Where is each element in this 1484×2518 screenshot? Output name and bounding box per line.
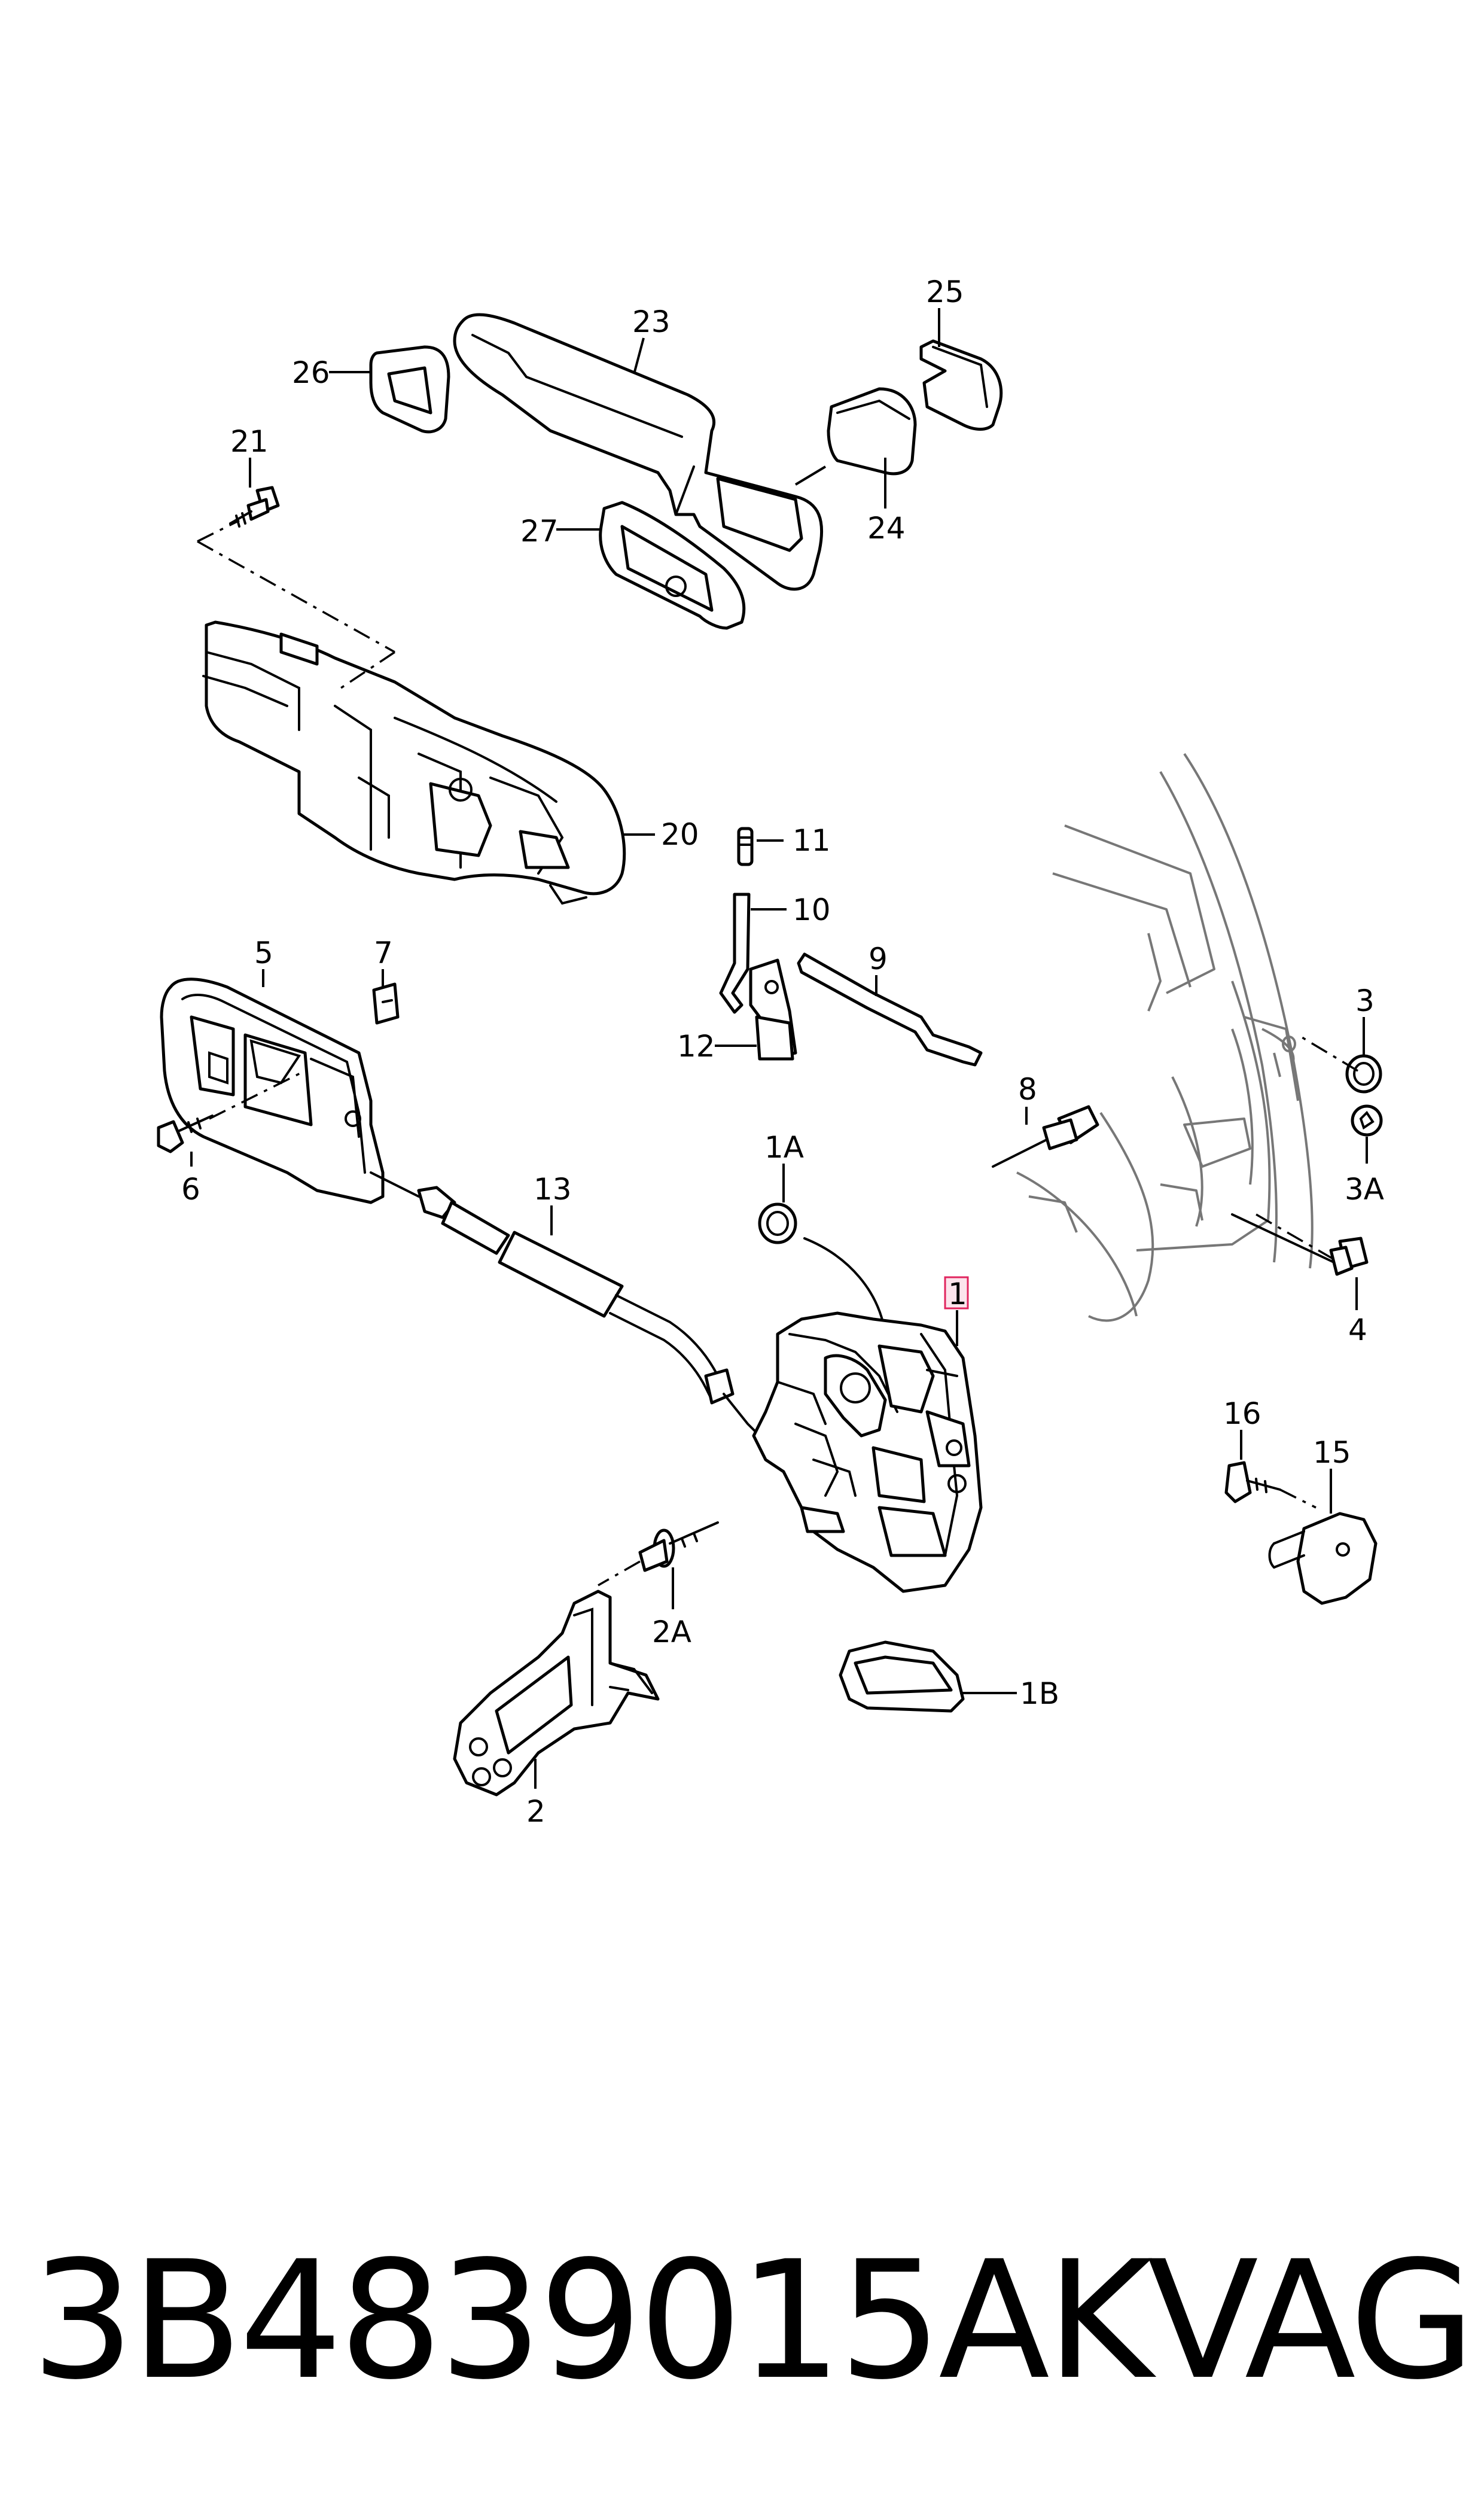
label-24: 24 xyxy=(867,511,906,546)
label-15: 15 xyxy=(1313,1435,1351,1470)
rod-10 xyxy=(719,893,751,1014)
label-26: 26 xyxy=(292,355,330,390)
label-2: 2 xyxy=(526,1794,546,1829)
bracket-2 xyxy=(453,1590,660,1797)
assembly-arc-1A xyxy=(803,1237,886,1335)
seal-1B xyxy=(839,1640,965,1713)
handle-end-cap-25 xyxy=(919,339,1003,431)
lever-12 xyxy=(749,958,797,1061)
inner-handle-5 xyxy=(160,978,385,1204)
label-13: 13 xyxy=(534,1172,572,1207)
callout-labels: 23 25 26 24 27 21 20 11 10 9 12 8 3 3A 4… xyxy=(181,275,1384,1829)
o-ring-1A xyxy=(758,1202,797,1244)
handle-cap-24 xyxy=(827,387,917,476)
label-10: 10 xyxy=(793,893,831,927)
label-6: 6 xyxy=(181,1172,200,1207)
label-25: 25 xyxy=(926,275,964,309)
sensor-8 xyxy=(992,1105,1099,1168)
leader-lines xyxy=(190,308,1368,1789)
handle-cap-26 xyxy=(369,345,450,434)
door-frame-outline xyxy=(1016,753,1314,1322)
assembly-line-16 xyxy=(1279,1488,1317,1509)
screw-2A xyxy=(638,1521,719,1572)
assembly-line-21-a xyxy=(197,519,240,543)
label-9: 9 xyxy=(869,942,888,976)
screw-6 xyxy=(157,1115,214,1153)
label-4: 4 xyxy=(1348,1313,1367,1347)
label-2A: 2A xyxy=(652,1615,691,1649)
label-1: 1 xyxy=(948,1277,967,1311)
assembly-line-6 xyxy=(209,1070,306,1120)
label-8: 8 xyxy=(1018,1072,1037,1107)
striker-15 xyxy=(1268,1512,1378,1605)
label-12: 12 xyxy=(677,1029,715,1064)
label-7: 7 xyxy=(374,936,393,970)
label-3A: 3A xyxy=(1345,1172,1384,1207)
assembly-line-3 xyxy=(1297,1034,1358,1072)
bowden-cable-13 xyxy=(370,1171,761,1437)
screw-21 xyxy=(229,486,280,528)
washer-3A xyxy=(1351,1104,1383,1137)
label-27: 27 xyxy=(520,514,559,549)
label-5: 5 xyxy=(254,936,273,970)
screw-16 xyxy=(1224,1461,1281,1503)
assembly-line-21-b xyxy=(340,651,395,689)
assembly-line-4 xyxy=(1256,1213,1334,1260)
label-1B: 1B xyxy=(1020,1676,1059,1711)
label-1A: 1A xyxy=(764,1130,804,1165)
bolt-4 xyxy=(1231,1213,1369,1276)
o-ring-3 xyxy=(1345,1054,1382,1094)
label-20: 20 xyxy=(661,817,699,852)
outer-door-handle xyxy=(453,313,824,591)
assembly-line-2A xyxy=(598,1560,641,1587)
part-number-text: 3B4839015AK xyxy=(31,2227,1153,2416)
label-11: 11 xyxy=(793,823,831,858)
rod-9 xyxy=(797,952,983,1067)
label-21: 21 xyxy=(230,424,269,459)
label-3: 3 xyxy=(1355,984,1375,1018)
assembly-line-21-20 xyxy=(197,540,395,653)
label-23: 23 xyxy=(632,305,671,339)
door-lock-1 xyxy=(752,1311,983,1593)
handle-carrier-20 xyxy=(202,620,626,905)
pin-11 xyxy=(737,827,754,866)
brand-text: VAG xyxy=(1147,2227,1476,2416)
highlight-box-1 xyxy=(944,1276,969,1310)
handle-gasket-27 xyxy=(599,501,746,630)
label-16: 16 xyxy=(1223,1396,1261,1431)
clip-7 xyxy=(372,982,400,1025)
